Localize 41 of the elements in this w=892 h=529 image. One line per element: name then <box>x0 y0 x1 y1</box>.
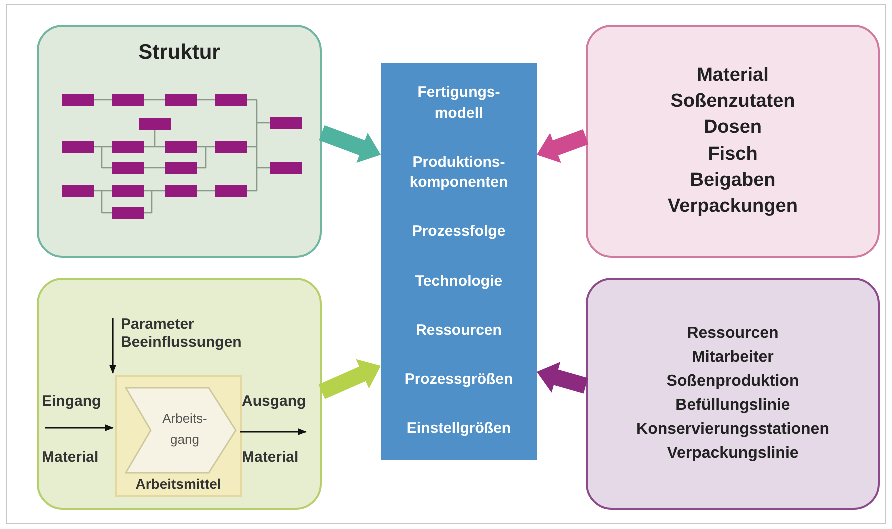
flow-arrow <box>45 424 114 432</box>
column-label: Prozessfolge <box>411 222 507 242</box>
resources-panel <box>586 278 880 510</box>
box-caption: Arbeitsmittel <box>134 476 222 492</box>
column-label: Produktions- komponenten <box>408 152 510 194</box>
list-item: Mitarbeiter <box>692 348 774 368</box>
column-label: Prozessgrößen <box>404 370 514 390</box>
operation-chevron <box>125 387 237 474</box>
list-item: Beigaben <box>690 168 776 193</box>
block-arrow <box>319 126 381 163</box>
flow-label: Ausgang <box>242 393 306 411</box>
parameter-column <box>381 63 537 460</box>
block-arrow <box>537 362 588 394</box>
list-item: Ressourcen <box>687 324 779 344</box>
list-item: Dosen <box>704 116 762 140</box>
list-item: Verpackungen <box>668 194 798 219</box>
structure-panel <box>37 25 322 258</box>
process-step-panel <box>37 278 322 510</box>
panel-heading: Struktur <box>138 41 222 65</box>
list-item: Soßenproduktion <box>666 372 800 392</box>
column-label: Technologie <box>414 272 504 292</box>
column-label: Ressourcen <box>415 320 503 341</box>
material-panel <box>586 25 880 258</box>
list-item: Verpackungslinie <box>667 444 799 464</box>
chevron-label: Arbeits- gang <box>162 410 208 449</box>
list-item: Konservierungsstationen <box>636 420 830 440</box>
block-arrow <box>537 130 589 164</box>
list-item: Fisch <box>708 142 758 166</box>
material-label: Material <box>42 449 99 467</box>
flow-label: Eingang <box>42 393 102 411</box>
influence-label: Parameter Beeinflussungen <box>121 316 243 352</box>
list-item: Material <box>697 64 769 88</box>
flow-arrow <box>109 318 117 374</box>
list-item: Soßenzutaten <box>670 90 796 114</box>
work-equipment-box <box>115 375 242 497</box>
column-label: Fertigungs- modell <box>416 83 502 124</box>
list-item: Befüllungslinie <box>676 396 790 416</box>
material-label: Material <box>242 449 299 467</box>
flow-arrow <box>240 428 307 436</box>
column-label: Einstellgrößen <box>406 419 512 440</box>
block-arrow <box>318 359 381 400</box>
